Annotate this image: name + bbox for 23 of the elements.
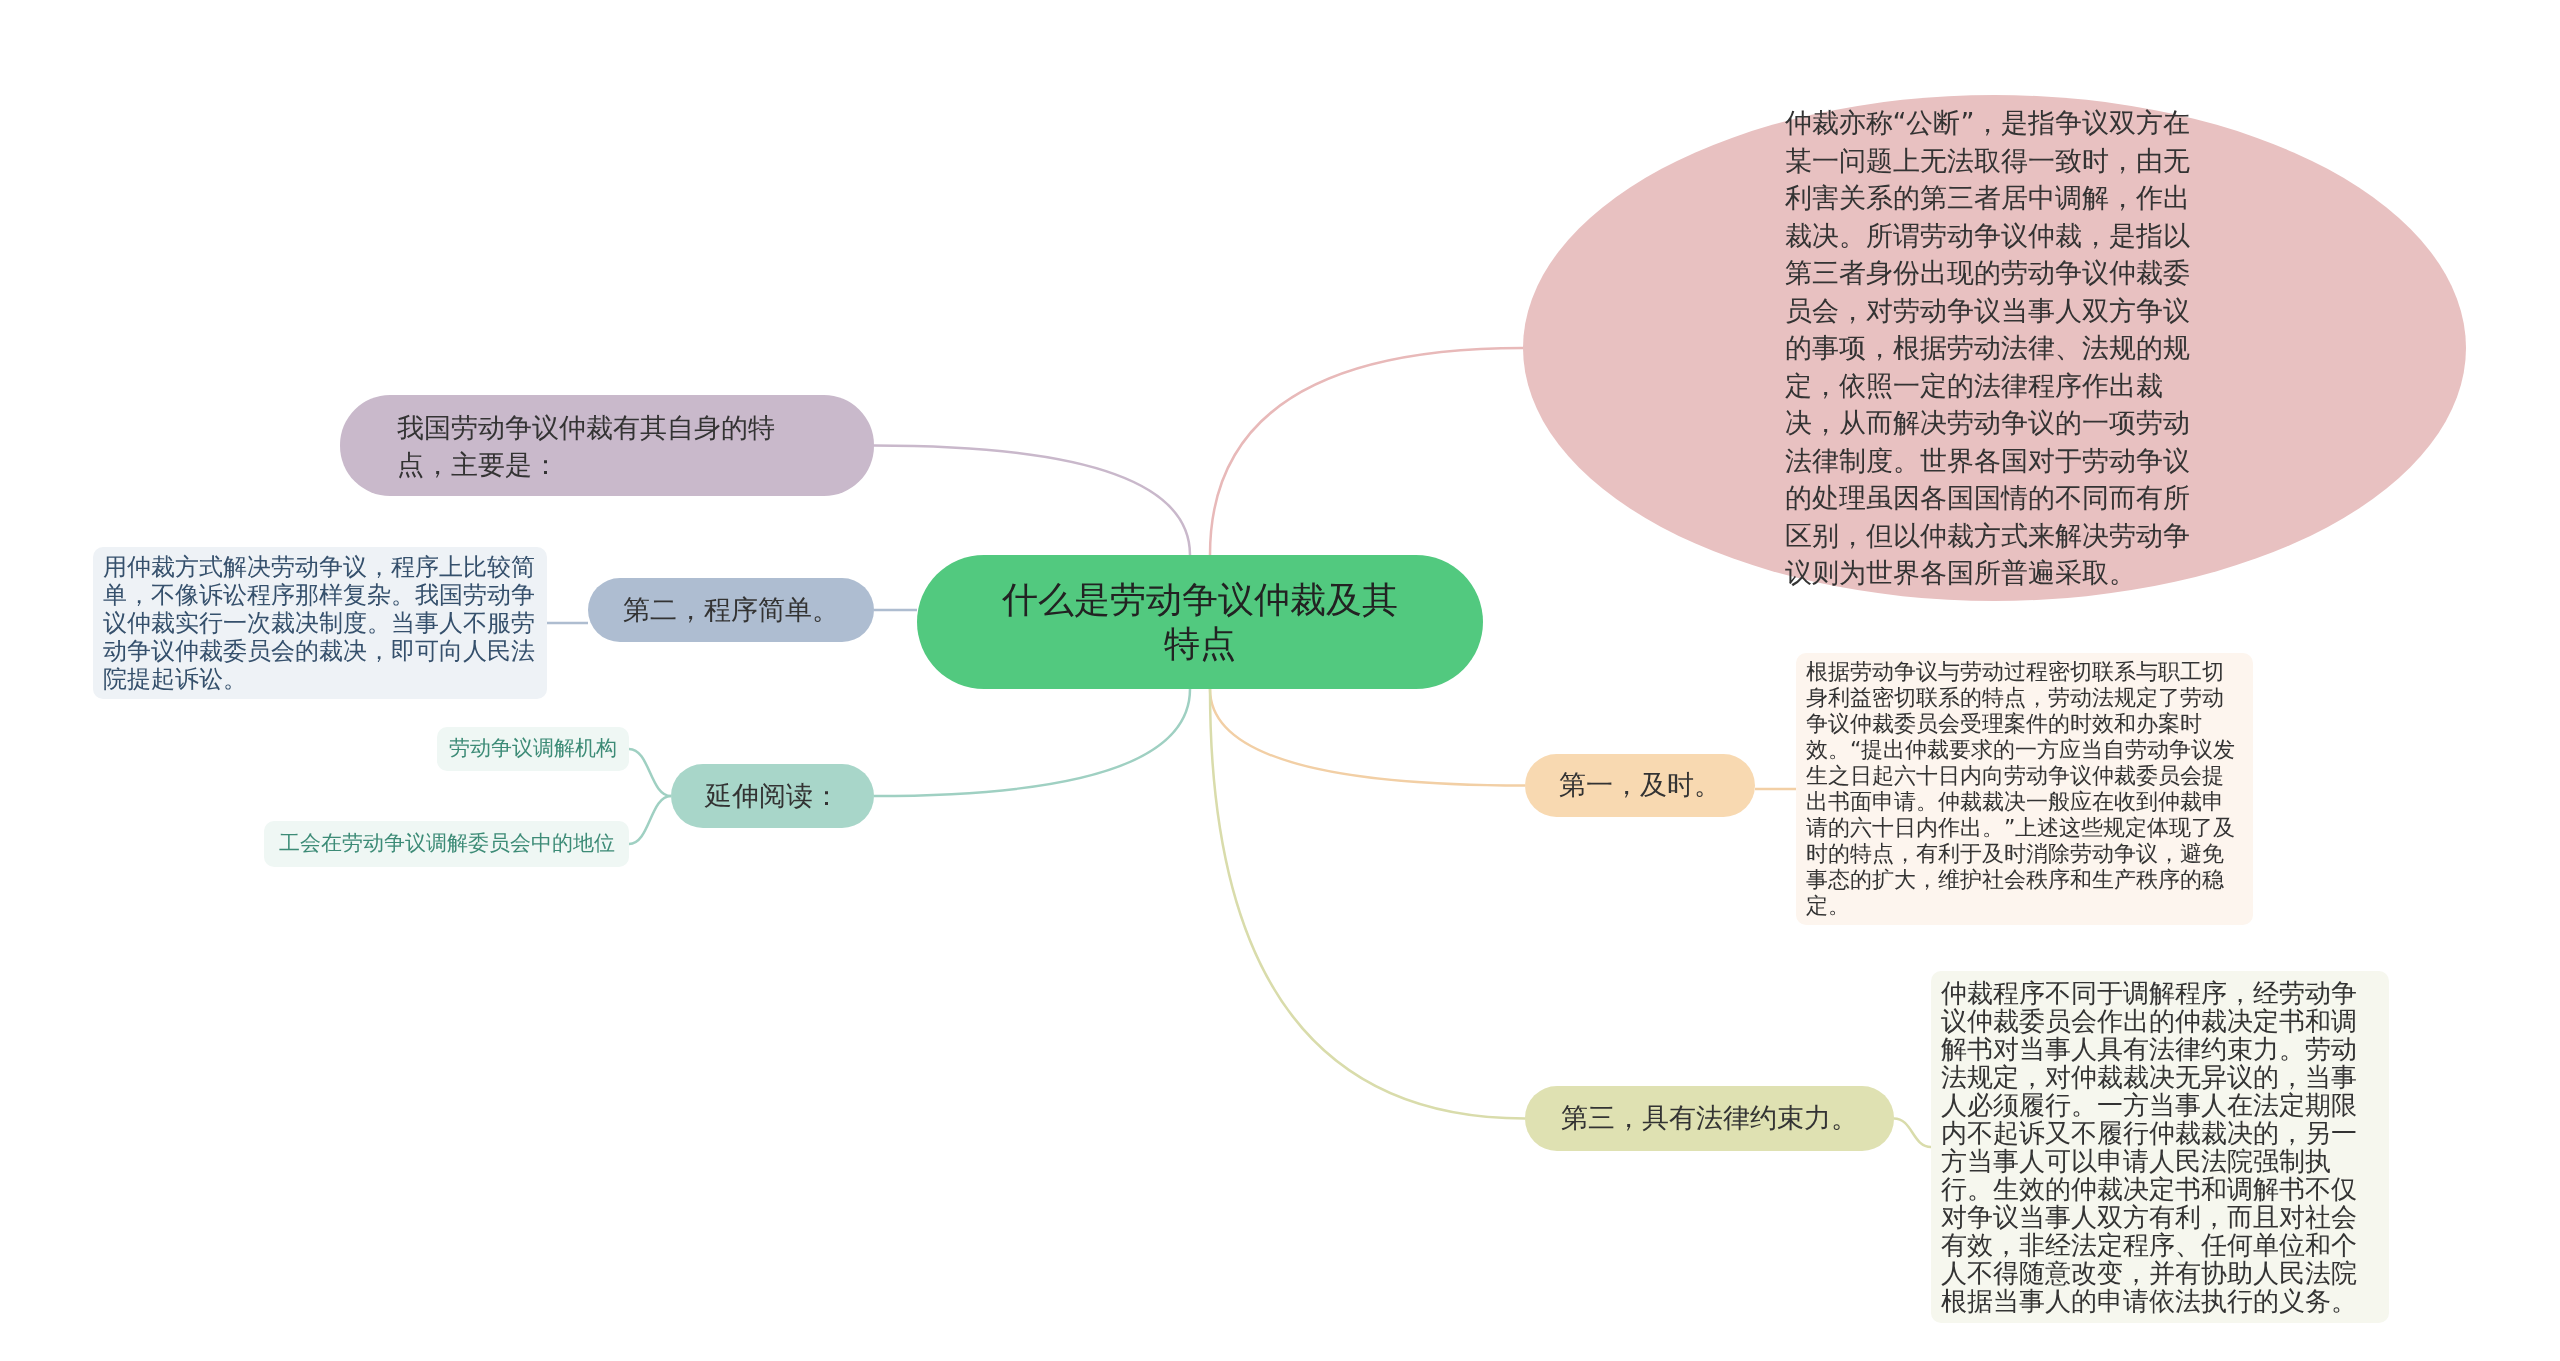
node-text: 什么是劳动争议仲裁及其特点 [1001, 578, 1399, 666]
node-text: 用仲裁方式解决劳动争议，程序上比较简单，不像诉讼程序那样复杂。我国劳动争议仲裁实行一次裁决制度。当事人不服劳动争议仲裁委员会的裁决，即可向人民法院提起诉讼。 [103, 553, 536, 693]
node-text: 工会在劳动争议调解委员会中的地位 [278, 830, 615, 858]
node-text: 仲裁程序不同于调解程序，经劳动争议仲裁委员会作出的仲裁决定书和调解书对当事人具有法律约束力。劳动法规定，对仲裁裁决无异议的，当事人必须履行。一方当事人在法定期限内不起诉又不履行仲裁裁决的，另一方当事人可以申请人民法院强制执行。生效的仲裁决定书和调解书不仅对争议当事人双方有利，而且对社会有效，非经法定程序、任何单位和个人不得随意改变，并有协助人民法院根据当事人的申请依法执行的义务。 [1941, 979, 2358, 1315]
connector-line [628, 747, 672, 798]
connector-line [874, 688, 1192, 798]
node-text: 我国劳动争议仲裁有其自身的特点，主要是： [397, 410, 776, 482]
connector-line [1755, 787, 1796, 791]
link-item [437, 727, 629, 771]
connector-line [874, 444, 1192, 556]
node-text: 根据劳动争议与劳动过程密切联系与职工切身利益密切联系的特点，劳动法规定了劳动争议仲裁委员会受理案件的时效和办案时效。“提出仲裁要求的一方应当自劳动争议发生之日起六十日内向劳动争议仲裁委员会提出书面申请。仲裁裁决一般应在收到仲裁申请的六十日内作出。”上述这些规定体现了及时的特点，有利于及时消除劳动争议，避免事态的扩大，维护社会秩序和生产秩序的稳定。 [1806, 659, 2237, 919]
connector-line [874, 608, 917, 612]
node-text: 第三，具有法律约束力。 [1561, 1101, 1858, 1136]
connector-line [628, 794, 672, 846]
node-text: 延伸阅读： [705, 778, 840, 813]
node-text: 第二，程序简单。 [623, 592, 839, 627]
node-text: 劳动争议调解机构 [449, 735, 617, 763]
connector-line [547, 621, 588, 625]
node-text: 第一，及时。 [1559, 768, 1721, 803]
node-text: 仲裁亦称“公断”，是指争议双方在某一问题上无法取得一致时，由无利害关系的第三者居中调解，作出裁决。所谓劳动争议仲裁，是指以第三者身份出现的劳动争议仲裁委员会，对劳动争议当事人双方争议的事项，根据劳动法律、法规的规定，依照一定的法律程序作出裁决，从而解决劳动争议的一项劳动法律制度。世界各国对于劳动争议的处理虽因各国国情的不同而有所区别，但以仲裁方式来解决劳动争议则为世界各国所普遍采取。 [1784, 106, 2192, 591]
connector-line [1208, 346, 1524, 556]
link-item [264, 821, 629, 867]
connector-line [1208, 688, 1526, 1120]
